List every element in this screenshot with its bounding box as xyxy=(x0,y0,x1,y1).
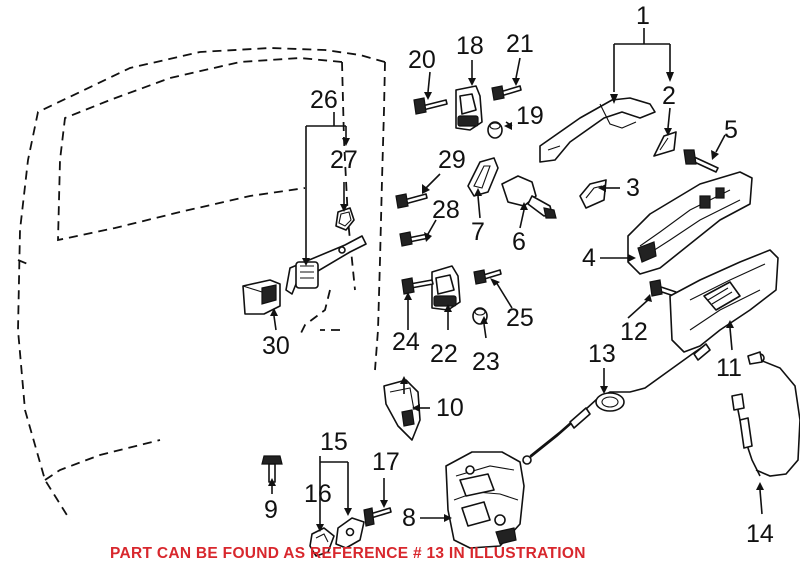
callout-2: 2 xyxy=(662,82,676,110)
callout-7: 7 xyxy=(471,218,485,246)
bolt-20 xyxy=(413,97,448,115)
callout-24: 24 xyxy=(392,328,420,356)
callout-6: 6 xyxy=(512,228,526,256)
callout-16: 16 xyxy=(304,480,332,508)
callout-29: 29 xyxy=(438,146,466,174)
door-latch-assembly xyxy=(445,451,525,549)
callout-10: 10 xyxy=(436,394,464,422)
callout-12: 12 xyxy=(620,318,648,346)
handle-cap xyxy=(653,131,677,157)
callout-13: 13 xyxy=(588,340,616,368)
bolt-24 xyxy=(401,277,434,295)
callout-17: 17 xyxy=(372,448,400,476)
door-check-strap xyxy=(285,235,367,295)
hinge-bracket-upper xyxy=(455,85,483,131)
bolt-29 xyxy=(395,193,428,209)
outside-door-handle xyxy=(539,97,656,163)
check-strap-seal xyxy=(335,207,355,231)
release-cable xyxy=(522,343,711,465)
cylinder-gasket xyxy=(467,157,499,197)
bolt-5 xyxy=(683,149,719,173)
bolt-21 xyxy=(491,85,522,101)
callout-9: 9 xyxy=(264,496,278,524)
callout-26: 26 xyxy=(310,86,338,114)
callout-25: 25 xyxy=(506,304,534,332)
leader-arrowheads xyxy=(268,72,764,532)
bolt-25 xyxy=(473,269,502,285)
callout-30: 30 xyxy=(262,332,290,360)
callout-numbers: 1 2 3 4 5 6 7 8 9 10 11 12 13 14 15 16 1… xyxy=(262,2,774,548)
lock-cylinder xyxy=(501,175,557,219)
callout-11: 11 xyxy=(716,354,742,382)
callout-15: 15 xyxy=(320,428,348,456)
callout-20: 20 xyxy=(408,46,436,74)
callout-14: 14 xyxy=(746,520,774,548)
lock-bracket xyxy=(383,379,421,441)
callout-3: 3 xyxy=(626,174,640,202)
callout-18: 18 xyxy=(456,32,484,60)
bolt-17 xyxy=(363,507,392,527)
leader-lines xyxy=(271,28,763,524)
latch-seal-16 xyxy=(309,527,335,557)
callout-19: 19 xyxy=(516,102,544,130)
callout-8: 8 xyxy=(402,504,416,532)
callout-5: 5 xyxy=(724,116,738,144)
lock-cylinder-cover xyxy=(579,179,607,209)
bolt-9 xyxy=(261,455,283,483)
callout-21: 21 xyxy=(506,30,534,58)
door-outline xyxy=(17,47,386,521)
inside-release-cable xyxy=(731,351,800,477)
latch-seal-15 xyxy=(335,517,365,549)
callout-28: 28 xyxy=(432,196,460,224)
callout-1: 1 xyxy=(636,2,650,30)
callout-4: 4 xyxy=(582,244,596,272)
callout-27: 27 xyxy=(330,146,358,174)
hinge-bracket-lower xyxy=(431,265,461,311)
handle-carrier xyxy=(627,171,753,275)
callout-22: 22 xyxy=(430,340,458,368)
reference-caption: PART CAN BE FOUND AS REFERENCE # 13 IN I… xyxy=(110,545,586,562)
callout-23: 23 xyxy=(472,348,500,376)
inside-door-handle xyxy=(669,249,779,353)
strap-cover xyxy=(242,279,281,315)
bolt-12 xyxy=(649,279,677,297)
plug-19 xyxy=(487,121,503,139)
